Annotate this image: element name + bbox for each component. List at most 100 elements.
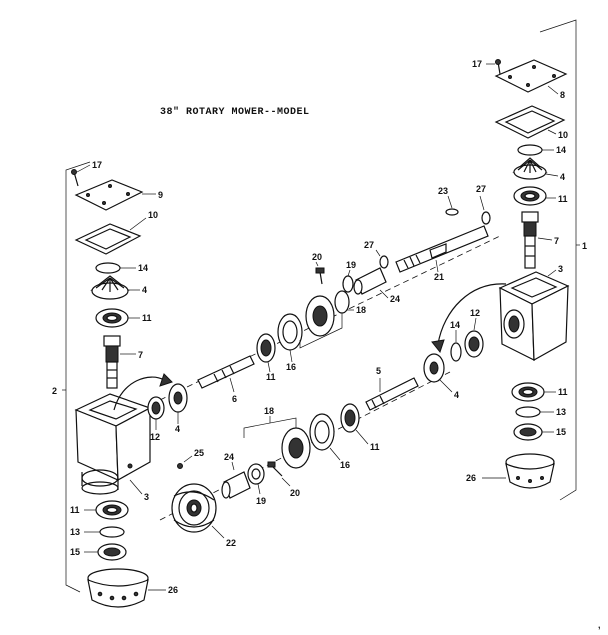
label-6: 6 [232, 394, 237, 404]
bracket-18-lower [243, 416, 311, 469]
bearing-11-upper [256, 333, 276, 373]
pinion-gear-4-lower [423, 353, 453, 393]
bearing-12-left [147, 396, 165, 430]
label-4-left-top: 4 [142, 285, 147, 295]
drive-shaft-21 [395, 225, 489, 273]
bearing-11-left-bottom [84, 500, 129, 520]
label-11-upper: 11 [266, 372, 276, 382]
bearing-11-left-top [95, 308, 140, 328]
cover-plate-8 [494, 59, 568, 95]
label-3-left: 3 [144, 492, 149, 502]
pinion-gear-4-upper-left [168, 383, 188, 424]
label-11-left-top: 11 [142, 313, 152, 323]
label-20-upper: 20 [312, 252, 322, 262]
label-15-left: 15 [70, 547, 80, 557]
label-13-right: 13 [556, 407, 566, 417]
label-21: 21 [434, 272, 444, 282]
gasket-16-upper [277, 313, 303, 363]
bracket-18-upper [299, 290, 354, 349]
label-26-left: 26 [168, 585, 178, 595]
washer-19-upper [342, 269, 354, 293]
label-4-right-top: 4 [560, 172, 565, 182]
pin-25 [177, 455, 193, 469]
retaining-ring-14-left [95, 262, 136, 274]
gasket-16-lower [309, 413, 341, 461]
label-3-right: 3 [558, 264, 563, 274]
coupler-24-upper [353, 267, 389, 299]
coupler-24-lower [221, 461, 251, 499]
label-26-right: 26 [466, 473, 476, 483]
label-14-right: 14 [556, 145, 566, 155]
label-24-lower: 24 [224, 452, 234, 462]
pinion-shaft-7-left [103, 335, 136, 389]
seal-15-left [84, 543, 127, 561]
cup-26-right [482, 453, 555, 489]
label-25: 25 [194, 448, 204, 458]
label-22: 22 [226, 538, 236, 548]
seal-15-right [513, 423, 554, 441]
label-27-mid: 27 [364, 240, 374, 250]
label-17-left: 17 [92, 160, 102, 170]
key-23 [445, 195, 459, 216]
label-10-right: 10 [558, 130, 568, 140]
bevel-gear-4-left [90, 275, 140, 300]
gasket-10-right [494, 105, 566, 139]
pulley-22 [171, 483, 225, 539]
retaining-ring-14-right [517, 144, 554, 156]
label-16-upper: 16 [286, 362, 296, 372]
diagram-title: 38" ROTARY MOWER--MODEL [160, 106, 310, 118]
label-15-right: 15 [556, 427, 566, 437]
ring-13-right [515, 406, 554, 418]
shaft-6 [197, 355, 255, 393]
label-17-right: 17 [472, 59, 482, 69]
bevel-gear-4-right [512, 157, 559, 180]
bearing-11-lower [340, 403, 369, 445]
label-12-left: 12 [150, 432, 160, 442]
label-11-left-bottom: 11 [70, 505, 80, 515]
label-11-right-bottom: 11 [558, 387, 568, 397]
bolt-20-upper [315, 261, 325, 285]
label-27-top: 27 [476, 184, 486, 194]
ring-13-left [84, 526, 125, 538]
label-23: 23 [438, 186, 448, 196]
label-24-upper: 24 [390, 294, 400, 304]
label-20-lower: 20 [290, 488, 300, 498]
label-4-lower: 4 [454, 390, 459, 400]
label-8: 8 [560, 90, 565, 100]
bearing-11-right-bottom [511, 382, 556, 402]
bolt-17-right [486, 59, 501, 75]
cup-26-left [87, 568, 166, 608]
input-shaft-5 [365, 377, 419, 411]
ring-14-right-mid [450, 330, 462, 362]
label-10-left: 10 [148, 210, 158, 220]
label-13-left: 13 [70, 527, 80, 537]
ring-27-top [479, 195, 491, 225]
bearing-11-right-top [513, 186, 556, 206]
bearing-12-right [464, 317, 484, 358]
bolt-17-left [71, 169, 79, 187]
label-19-upper: 19 [346, 260, 356, 270]
bolt-20-lower [267, 461, 291, 487]
right-assembly-bracket [539, 19, 580, 501]
label-19-lower: 19 [256, 496, 266, 506]
label-2: 2 [52, 386, 57, 396]
label-5: 5 [376, 366, 381, 376]
left-assembly-bracket [62, 161, 91, 593]
gasket-10-left [74, 217, 147, 255]
label-16-lower: 16 [340, 460, 350, 470]
label-4-upper-left: 4 [175, 424, 180, 434]
page-marker: , [598, 620, 601, 630]
label-18-lower: 18 [264, 406, 274, 416]
label-12-right: 12 [470, 308, 480, 318]
label-1: 1 [582, 241, 587, 251]
cover-plate-9 [74, 179, 156, 211]
label-11-lower: 11 [370, 442, 380, 452]
washer-19-lower [247, 463, 265, 495]
label-7-left: 7 [138, 350, 143, 360]
label-11-right-top: 11 [558, 194, 568, 204]
label-7-right: 7 [554, 236, 559, 246]
pinion-shaft-7-right [521, 211, 553, 269]
ring-27-mid [375, 249, 389, 269]
label-14-right-mid: 14 [450, 320, 460, 330]
